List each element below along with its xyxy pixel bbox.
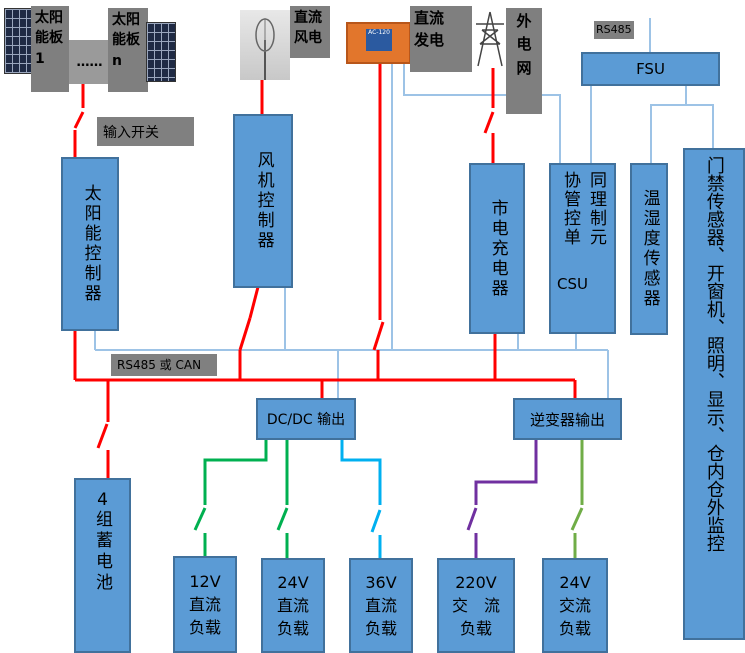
solar-panel-n-image — [146, 22, 176, 82]
dc12-line — [203, 440, 268, 505]
csu-box[interactable]: 协管控单 同理制元 CSU — [549, 163, 616, 334]
wind-controller-box[interactable]: 风机控制器 — [233, 114, 293, 288]
load-kind: 负载 — [364, 619, 397, 639]
switch-blade-grid — [483, 111, 495, 134]
power-lines — [73, 60, 577, 478]
switch-blade-dc12 — [193, 507, 207, 531]
dc-wind-label: 直流 风电 — [290, 6, 330, 58]
door-sensor-text: 门禁传感器、开窗机、照明、显示、仓内仓外监控 — [703, 156, 725, 552]
grid-tower-image — [474, 10, 506, 68]
temp-humidity-sensor-box[interactable]: 温湿度传感器 — [630, 163, 668, 335]
wind-controller-to-switch — [248, 286, 260, 319]
load-type: 直流 — [364, 595, 397, 615]
door-sensor-box[interactable]: 门禁传感器、开窗机、照明、显示、仓内仓外监控 — [683, 148, 745, 640]
load-voltage: 12V — [189, 571, 221, 591]
switch-blade-dc24 — [276, 507, 289, 531]
inverter-output-box[interactable]: 逆变器输出 — [513, 398, 622, 440]
load-24v-ac[interactable]: 24V 交流 负载 — [542, 558, 608, 653]
load-kind: 负载 — [558, 619, 591, 639]
load-220v-ac[interactable]: 220V 交 流 负载 — [437, 558, 515, 653]
load-type: 交 流 — [451, 595, 500, 615]
load-type: 直流 — [276, 595, 309, 615]
power-tower-icon — [476, 11, 504, 67]
switch-blade-battery — [96, 423, 109, 449]
input-switch-label: 输入开关 — [97, 117, 194, 146]
grid-label: 外 电 网 — [506, 8, 542, 114]
load-12v-dc[interactable]: 12V 直流 负载 — [173, 556, 237, 653]
dcdc-output-lines — [193, 440, 382, 558]
dc36-line — [340, 440, 382, 505]
switch-blade-wind — [238, 317, 252, 351]
load-kind: 负载 — [276, 619, 309, 639]
load-kind: 负载 — [459, 619, 492, 639]
solar-panel-n-label: 太阳 能板 n — [108, 8, 148, 92]
mains-charger-box[interactable]: 市电充电器 — [469, 163, 525, 334]
fsu-box[interactable]: FSU — [581, 52, 720, 86]
switch-blade-dc36 — [370, 509, 382, 533]
dc-generator-label: 直流 发电 — [410, 6, 472, 72]
inverter-output-lines — [466, 440, 584, 558]
solar-controller-box[interactable]: 太阳能控制器 — [61, 157, 119, 331]
wind-turbine-image — [240, 10, 290, 80]
generator-display: AC-120 — [366, 29, 392, 51]
load-voltage: 24V — [277, 572, 309, 592]
solar-panel-1-label: 太阳 能板 1 — [31, 6, 69, 92]
switch-blade-ac24 — [570, 507, 584, 531]
load-voltage: 36V — [365, 572, 397, 592]
switch-blade-solar — [73, 111, 85, 129]
load-24v-dc[interactable]: 24V 直流 负载 — [261, 558, 325, 653]
load-type: 直流 — [188, 594, 221, 614]
load-type: 交流 — [558, 595, 591, 615]
generator-image: AC-120 — [346, 22, 411, 64]
load-voltage: 220V — [455, 572, 497, 592]
wind-turbine-icon — [255, 18, 275, 80]
generator-to-csu-signal — [403, 52, 561, 165]
csu-right-text: 同理制元 — [586, 171, 606, 247]
signal-lines — [94, 18, 714, 400]
dcdc-output-box[interactable]: DC/DC 输出 — [256, 398, 356, 440]
battery-box[interactable]: 4 组蓄电池 — [74, 478, 131, 653]
bus-protocol-label: RS485 或 CAN — [111, 354, 217, 376]
rs485-top-label: RS485 — [594, 21, 634, 39]
ac220-line — [474, 440, 538, 505]
switch-blade-ac220 — [466, 507, 478, 531]
load-kind: 负载 — [188, 618, 221, 638]
solar-panel-1-image — [4, 8, 36, 74]
fsu-to-temp-sensor-signal — [650, 85, 687, 165]
fsu-to-door-sensor-signal — [686, 104, 714, 148]
solar-panels-ellipsis: …… — [69, 40, 110, 84]
load-voltage: 24V — [559, 572, 591, 592]
battery-number: 4 — [97, 490, 108, 510]
battery-text: 组蓄电池 — [92, 510, 112, 594]
csu-code: CSU — [557, 275, 588, 293]
switch-blade-generator — [372, 321, 385, 351]
load-36v-dc[interactable]: 36V 直流 负载 — [349, 558, 413, 653]
csu-left-text: 协管控单 — [560, 171, 580, 247]
